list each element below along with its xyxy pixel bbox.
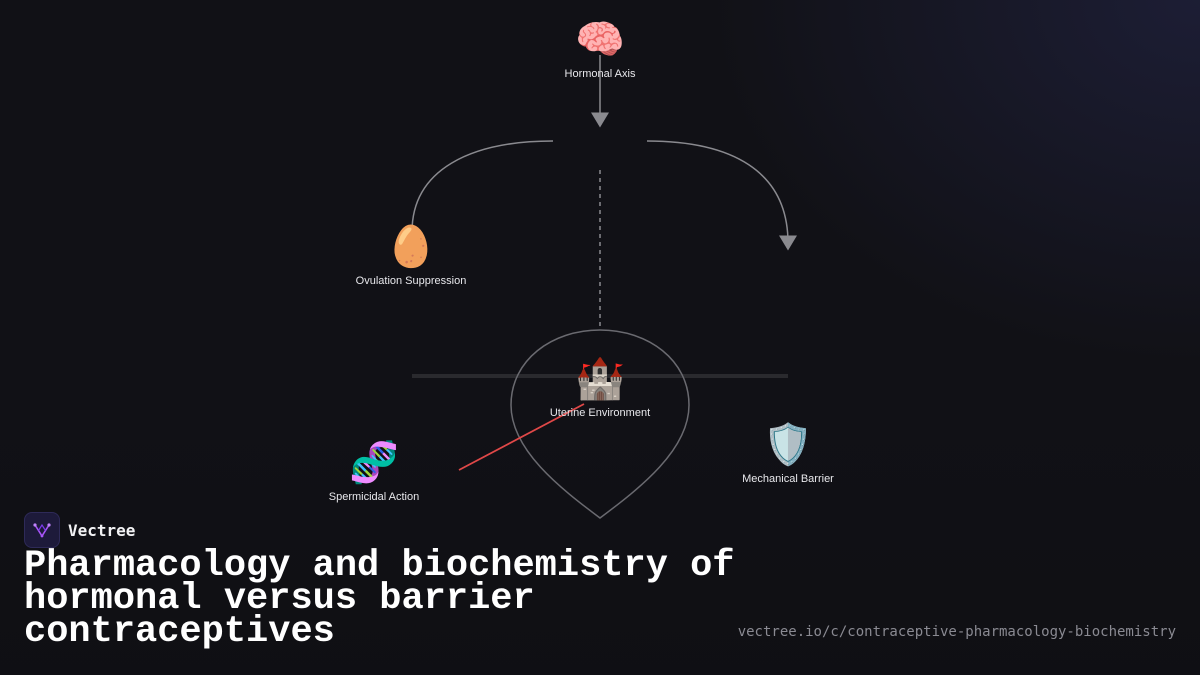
connector-right-curve bbox=[646, 140, 797, 251]
node-uterine-environment: 🏰 Uterine Environment bbox=[550, 357, 650, 419]
node-hormonal-axis: 🧠 Hormonal Axis bbox=[565, 18, 636, 80]
node-label: Spermicidal Action bbox=[328, 491, 420, 503]
connector-red bbox=[458, 403, 585, 471]
egg-icon: 🥚 bbox=[386, 224, 436, 270]
node-label: Mechanical Barrier bbox=[742, 473, 834, 485]
dna-icon: 🧬 bbox=[349, 440, 399, 486]
vectree-logo-icon bbox=[24, 512, 60, 548]
brand: Vectree bbox=[24, 512, 135, 548]
node-spermicidal-action: 🧬 Spermicidal Action bbox=[329, 441, 420, 503]
brain-icon: 🧠 bbox=[575, 17, 625, 63]
node-ovulation-suppression: 🥚 Ovulation Suppression bbox=[356, 225, 467, 287]
node-label: Ovulation Suppression bbox=[355, 275, 467, 287]
page-title: Pharmacology and biochemistry of hormona… bbox=[24, 545, 735, 653]
shield-icon: 🛡️ bbox=[763, 422, 813, 468]
shield-outline bbox=[510, 329, 690, 519]
castle-icon: 🏰 bbox=[575, 356, 625, 402]
node-label: Uterine Environment bbox=[549, 407, 651, 419]
node-mechanical-barrier: 🛡️ Mechanical Barrier bbox=[742, 423, 834, 485]
connector-left-curve bbox=[411, 140, 554, 233]
source-url[interactable]: vectree.io/c/contraceptive-pharmacology-… bbox=[737, 624, 1176, 640]
node-label: Hormonal Axis bbox=[564, 68, 636, 80]
brand-name: Vectree bbox=[68, 520, 136, 540]
